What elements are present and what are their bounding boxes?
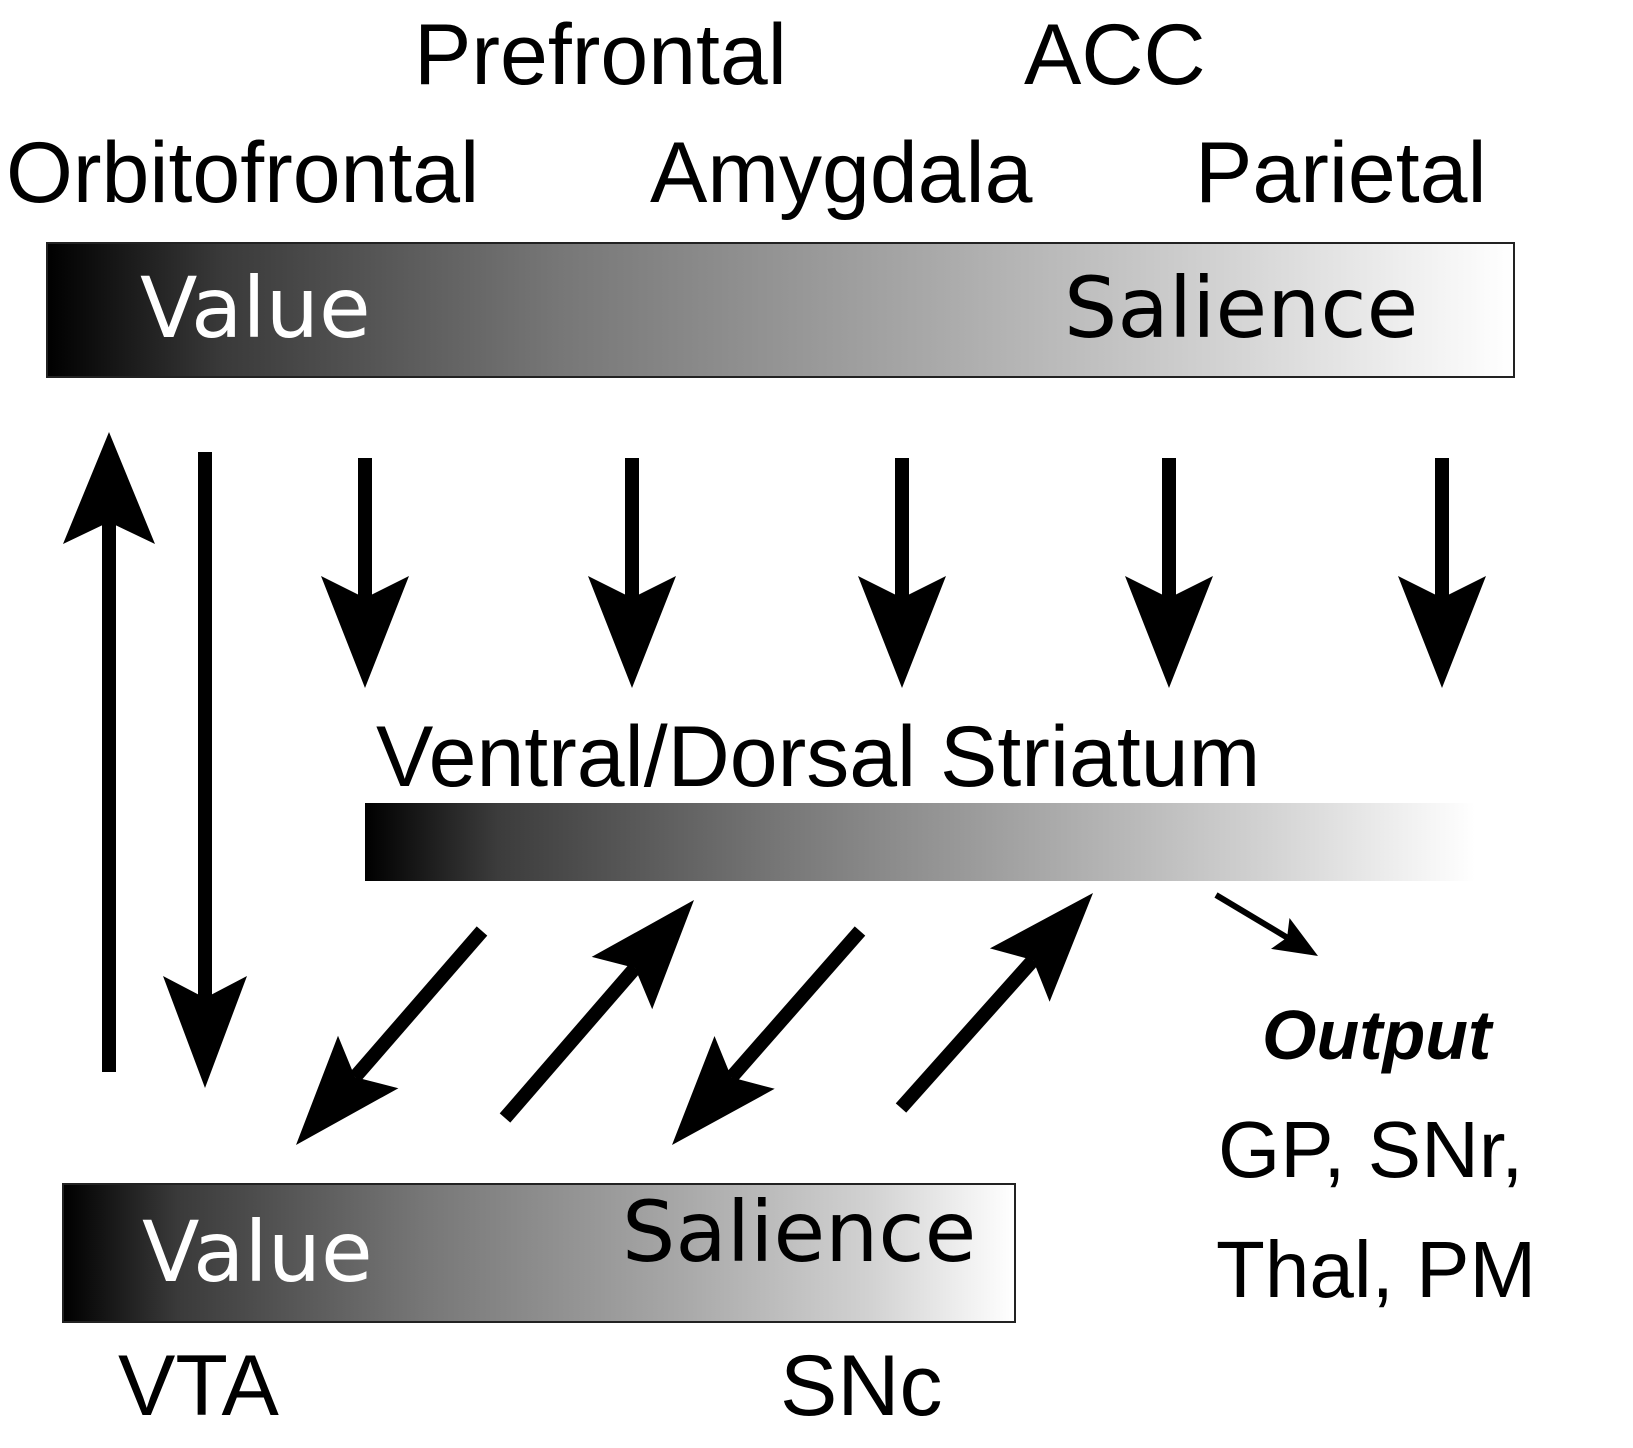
arrow-striatum-to-vta-head	[296, 1035, 399, 1145]
arrow-vta-to-striatum-shaft	[499, 963, 641, 1123]
label-snc: SNc	[780, 1338, 943, 1434]
arrow-cortex-to-vta	[163, 452, 247, 1088]
arrow-striatum-to-vta-shaft	[349, 926, 488, 1082]
arrow-cortex-to-striatum-2	[588, 458, 676, 688]
arrow-striatum-to-output	[1214, 892, 1318, 956]
midbrain-gradient-bar	[62, 1183, 1016, 1323]
top-bar-value-label: Value	[140, 259, 371, 357]
bottom-bar-value-label: Value	[142, 1203, 373, 1301]
cortex-gradient-bar	[46, 242, 1515, 378]
arrow-cortex-to-striatum-3-head	[858, 576, 946, 688]
label-output-line2: Thal, PM	[1216, 1225, 1537, 1314]
striatum-gradient-bar	[365, 803, 1475, 881]
arrow-striatum-to-output-shaft	[1214, 892, 1289, 941]
arrow-striatum-to-output-head	[1271, 918, 1318, 956]
label-output-heading: Output	[1262, 996, 1492, 1074]
label-amygdala: Amygdala	[650, 125, 1033, 221]
arrow-vta-to-cortex	[63, 432, 155, 1072]
arrow-striatum-to-snc	[672, 926, 866, 1145]
label-striatum: Ventral/Dorsal Striatum	[376, 709, 1261, 805]
top-bar-salience-label: Salience	[1064, 259, 1419, 357]
arrow-cortex-to-striatum-4	[1125, 458, 1213, 688]
label-orbitofrontal: Orbitofrontal	[6, 125, 480, 221]
arrow-cortex-to-vta-head	[163, 976, 247, 1088]
arrow-vta-to-cortex-head	[63, 432, 155, 544]
arrow-cortex-to-striatum-5-head	[1398, 576, 1486, 688]
arrow-striatum-to-snc-shaft	[726, 926, 866, 1083]
arrow-snc-to-striatum-shaft	[895, 955, 1039, 1113]
bottom-bar-salience-label: Salience	[622, 1183, 977, 1281]
arrow-cortex-to-striatum-4-head	[1125, 576, 1213, 688]
arrow-vta-to-striatum-head	[591, 900, 694, 1010]
arrow-cortex-to-striatum-2-head	[588, 576, 676, 688]
arrow-cortex-to-striatum-1	[321, 458, 409, 688]
label-vta: VTA	[118, 1338, 279, 1434]
label-parietal: Parietal	[1195, 125, 1487, 221]
arrow-snc-to-striatum	[895, 893, 1093, 1113]
arrow-cortex-to-striatum-1-head	[321, 576, 409, 688]
label-acc: ACC	[1024, 7, 1206, 103]
arrow-cortex-to-striatum-5	[1398, 458, 1486, 688]
arrow-striatum-to-vta	[296, 926, 488, 1145]
arrow-snc-to-striatum-head	[989, 893, 1093, 1002]
arrow-striatum-to-snc-head	[672, 1036, 775, 1145]
label-prefrontal: Prefrontal	[414, 7, 787, 103]
arrow-cortex-to-striatum-3	[858, 458, 946, 688]
label-output-line1: GP, SNr,	[1218, 1105, 1524, 1194]
arrow-vta-to-striatum	[499, 900, 694, 1123]
